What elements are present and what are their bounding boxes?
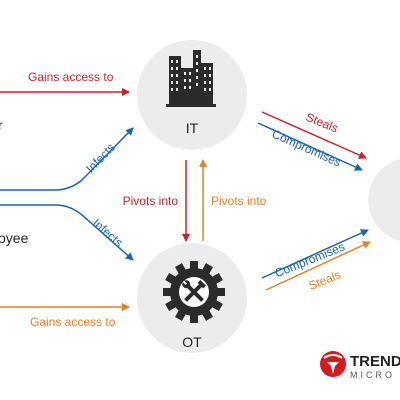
compromises-it-arrow [257, 122, 363, 171]
trend-micro-logo: TREND MICRO [320, 351, 400, 380]
infects-ot-label: Infects [90, 216, 126, 250]
gains-access-ot-label: Gains access to [30, 315, 116, 329]
steals-it-arrow [261, 111, 367, 159]
pivot-ot-to-it-label: Pivots into [211, 194, 267, 208]
ot-node-label: OT [182, 334, 202, 350]
logo-text-line1: TREND [350, 353, 400, 370]
it-node-label: IT [186, 120, 199, 136]
buildings-icon [166, 50, 216, 107]
ot-node: OT [137, 243, 247, 353]
trend-micro-logo-icon [320, 351, 346, 377]
steals-it-label: Steals [304, 110, 340, 135]
actor-top-partial: r [0, 117, 3, 133]
gains-access-it-label: Gains access to [28, 70, 114, 84]
pivot-it-to-ot-label: Pivots into [123, 194, 179, 208]
steals-ot-label: Steals [307, 267, 343, 292]
it-node: IT [137, 40, 247, 150]
steals-ot-arrow [265, 241, 371, 291]
compromises-ot-arrow [261, 229, 369, 279]
target-node-partial [368, 159, 400, 241]
gear-tools-icon [163, 261, 225, 323]
infects-ot-arrow [0, 204, 134, 261]
actor-middle-partial: oyee [0, 230, 29, 246]
infects-it-label: Infects [83, 140, 118, 175]
logo-text-line2: MICRO [350, 370, 395, 380]
infects-it-arrow [0, 127, 134, 191]
